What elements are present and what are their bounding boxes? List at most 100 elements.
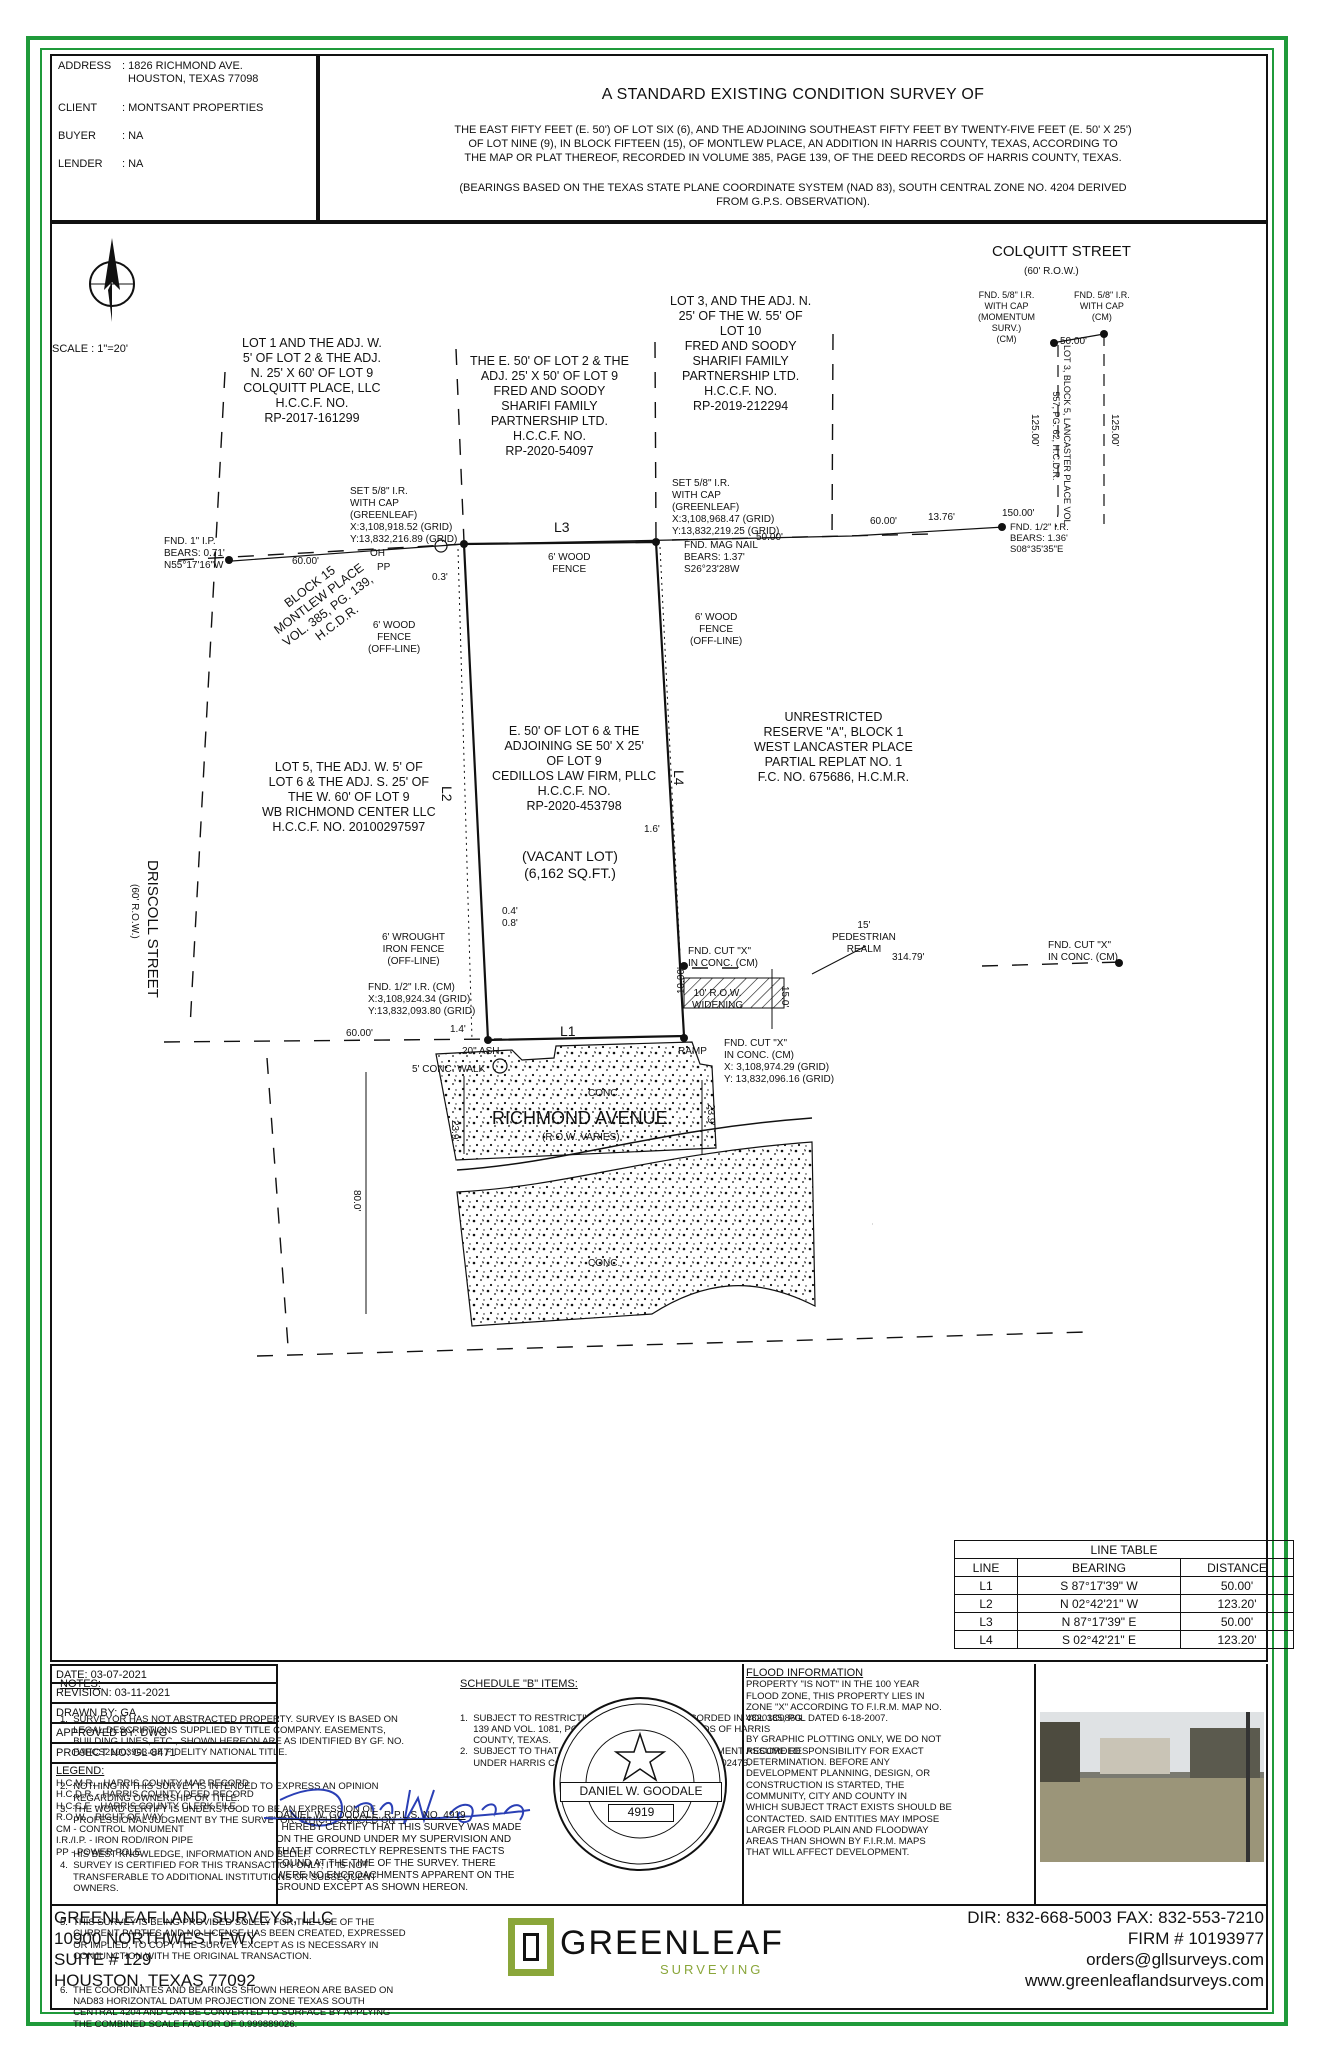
- line-label-L1: L1: [560, 1023, 576, 1039]
- dim-15-0: 15.0': [779, 986, 790, 1008]
- fnd-rod-ne: FND. 1/2" I.R.BEARS: 1.36'S08°35'35"E: [1010, 522, 1069, 555]
- set-rod-ne: SET 5/8" I.R.WITH CAP(GREENLEAF)X:3,108,…: [672, 478, 780, 537]
- colquitt-row-label: (60' R.O.W.): [1024, 266, 1079, 277]
- company-address-2: SUITE # 129: [54, 1950, 152, 1969]
- dim-0-8: 0.8': [502, 918, 518, 929]
- notes-list: 1. SURVEYOR HAS NOT ABSTRACTED PROPERTY.…: [60, 1713, 406, 2030]
- dim-150: 150.00': [1002, 508, 1035, 519]
- fnd-rod-sw: FND. 1/2" I.R. (CM)X:3,108,924.34 (GRID)…: [368, 982, 476, 1017]
- seal-number: 4919: [608, 1804, 674, 1822]
- star-icon: [613, 1731, 667, 1782]
- bearing-note-2: FROM G.P.S. OBSERVATION).: [716, 196, 870, 208]
- overhead-line-label: OH: [370, 548, 385, 559]
- lender-value: : NA: [122, 158, 144, 170]
- inner-green-border: [40, 48, 1274, 2014]
- dim-314-79: 314.79': [892, 952, 925, 963]
- col-bearing: BEARING: [1017, 1558, 1181, 1577]
- greenleaf-logo-icon: [508, 1918, 554, 1976]
- address-line1: : 1826 RICHMOND AVE.: [122, 60, 243, 72]
- firm-number: FIRM # 10193977: [1127, 1929, 1264, 1948]
- lancaster-label: LOT 3, BLOCK 5, LANCASTER PLACE VOL. 557…: [1051, 345, 1072, 527]
- notes-section: NOTES: 1. SURVEYOR HAS NOT ABSTRACTED PR…: [60, 1678, 406, 2053]
- flood-info: FLOOD INFORMATION PROPERTY "IS NOT" IN T…: [744, 1667, 1034, 1859]
- dim-1-4: 1.4': [450, 1024, 466, 1035]
- richmond-avenue-label: RICHMOND AVENUE: [492, 1108, 668, 1128]
- plat-drawing: [89, 238, 1123, 1357]
- property-photo: [1040, 1712, 1264, 1862]
- plat-area: SCALE : 1"=20' COLQUITT STREET (60' R.O.…: [50, 222, 1268, 1662]
- project-field: PROJECT NO: GL-8471: [50, 1744, 278, 1764]
- driscoll-row-label: (60' R.O.W.): [129, 884, 140, 939]
- cut-x-south: FND. CUT "X"IN CONC. (CM)X: 3,108,974.29…: [724, 1038, 835, 1085]
- phone-fax: DIR: 832-668-5003 FAX: 832-553-7210: [967, 1908, 1264, 1927]
- north-fence-line: [231, 526, 1005, 562]
- website-link[interactable]: www.greenleaflandsurveys.com: [1024, 1971, 1264, 1990]
- footer: [50, 1906, 1268, 2010]
- lender-label: LENDER: [58, 158, 103, 170]
- outer-green-border: [26, 36, 1288, 2026]
- driscoll-street-label: DRISCOLL STREET: [144, 860, 161, 998]
- dim-125-east: 125.00': [1109, 414, 1120, 447]
- north-arrow-icon: [89, 238, 135, 322]
- drawn-field: DRAWN BY: GA: [50, 1704, 278, 1724]
- email-link[interactable]: orders@gllsurveys.com: [1086, 1950, 1264, 1969]
- date-field: DATE: 03-07-2021: [50, 1664, 278, 1684]
- ash-tree-icon: [492, 1058, 508, 1074]
- richmond-north-pavement: [435, 1041, 717, 1161]
- client-value: : MONTSANT PROPERTIES: [122, 102, 264, 114]
- notes-title: NOTES:: [60, 1678, 101, 1690]
- revision-field: REVISION: 03-11-2021: [50, 1684, 278, 1704]
- company-address-3: HOUSTON, TEXAS 77092: [54, 1971, 256, 1990]
- richmond-south-pavement: [456, 1141, 816, 1327]
- dim-23-9-west: 23.9': [449, 1120, 460, 1142]
- buyer-value: : NA: [122, 130, 144, 142]
- dim-50-north: 50.00': [756, 532, 783, 543]
- company-address-1: 10900 NORTHWEST FWY: [54, 1929, 258, 1948]
- richmond-curb-line: [456, 1117, 813, 1171]
- ramp-label: RAMP: [678, 1046, 707, 1057]
- line-label-L2: L2: [439, 786, 455, 802]
- project-info: DATE: 03-07-2021 REVISION: 03-11-2021 DR…: [50, 1664, 278, 1906]
- fnd-iron-pipe: FND. 1" I.P.BEARS: 0.71'N55°17'16"W: [164, 536, 225, 571]
- schedule-title: SCHEDULE "B" ITEMS:: [460, 1678, 578, 1690]
- dimension-lines: [365, 945, 867, 1314]
- cut-x-west: FND. CUT "X"IN CONC. (CM): [688, 946, 758, 969]
- dim-0-3: 0.3': [432, 572, 448, 583]
- flood-title: FLOOD INFORMATION: [746, 1667, 864, 1679]
- set-rod-nw: SET 5/8" I.R.WITH CAP(GREENLEAF)X:3,108,…: [350, 486, 458, 545]
- line-table-title: LINE TABLE: [954, 1540, 1294, 1559]
- colquitt-street-label: COLQUITT STREET: [992, 243, 1131, 260]
- col-distance: DISTANCE: [1180, 1558, 1294, 1577]
- page-title: A STANDARD EXISTING CONDITION SURVEY OF: [601, 86, 985, 103]
- seal-name: DANIEL W. GOODALE: [560, 1782, 722, 1802]
- east-fence-line: [659, 546, 681, 955]
- dim-60-south: 60.00': [346, 1028, 373, 1039]
- logo-wordmark: GREENLEAF: [560, 1924, 784, 1962]
- header-info-box: ADDRESS : 1826 RICHMOND AVE. HOUSTON, TE…: [50, 54, 318, 222]
- richmond-row-label: (R.O.W. VARIES): [542, 1132, 620, 1143]
- vacant-lot-label: (VACANT LOT)(6,162 SQ.FT.): [522, 848, 618, 881]
- dim-13-76: 13.76': [928, 512, 955, 523]
- dim-1-6: 1.6': [644, 824, 660, 835]
- monument-markers: [225, 330, 1123, 1044]
- row-widening-label: 10' R.O.W.WIDENING: [692, 988, 744, 1011]
- ash-tree-label: 20" ASH: [462, 1046, 500, 1057]
- buyer-label: BUYER: [58, 130, 96, 142]
- conc-label-south: CONC.: [588, 1258, 621, 1269]
- divider: [1034, 1664, 1036, 1906]
- address-line2: HOUSTON, TEXAS 77098: [128, 73, 259, 85]
